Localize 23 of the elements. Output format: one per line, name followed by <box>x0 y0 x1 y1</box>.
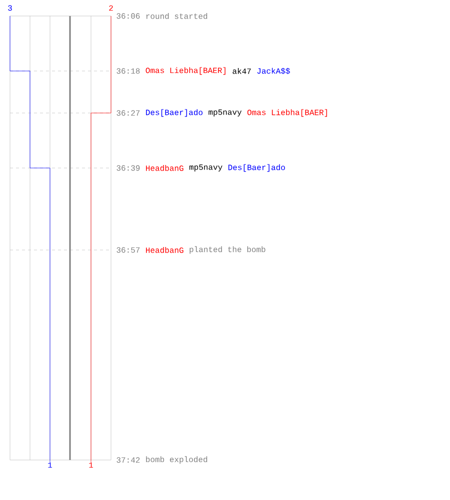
event-text: bomb exploded <box>146 456 208 464</box>
count-label: 1 <box>89 462 93 468</box>
count-label: 3 <box>8 5 12 11</box>
event-text: planted the bomb <box>190 246 266 254</box>
event-time: 36:27 <box>116 110 140 116</box>
weapon-name: mp5navy <box>189 164 222 172</box>
event-text: round started <box>146 13 208 19</box>
count-label: 1 <box>48 462 52 468</box>
player-name: Des[Baer]ado <box>146 109 202 117</box>
player-name: HeadbanG <box>146 165 184 171</box>
player-name: HeadbanG <box>146 247 184 253</box>
event-time: 37:42 <box>116 457 140 463</box>
player-name: Omas Liebha[BAER] <box>247 109 327 117</box>
player-name: JackA$$ <box>257 68 290 74</box>
player-name: Omas Liebha[BAER] <box>146 67 226 75</box>
event-time: 36:39 <box>116 165 140 171</box>
weapon-name: ak47 <box>232 68 251 74</box>
event-time: 36:18 <box>116 68 140 74</box>
weapon-name: mp5navy <box>208 110 242 116</box>
player-name: Des[Baer]ado <box>228 164 285 172</box>
count-label: 2 <box>109 5 113 11</box>
event-time: 36:06 <box>116 13 140 19</box>
event-time: 36:57 <box>116 247 140 253</box>
